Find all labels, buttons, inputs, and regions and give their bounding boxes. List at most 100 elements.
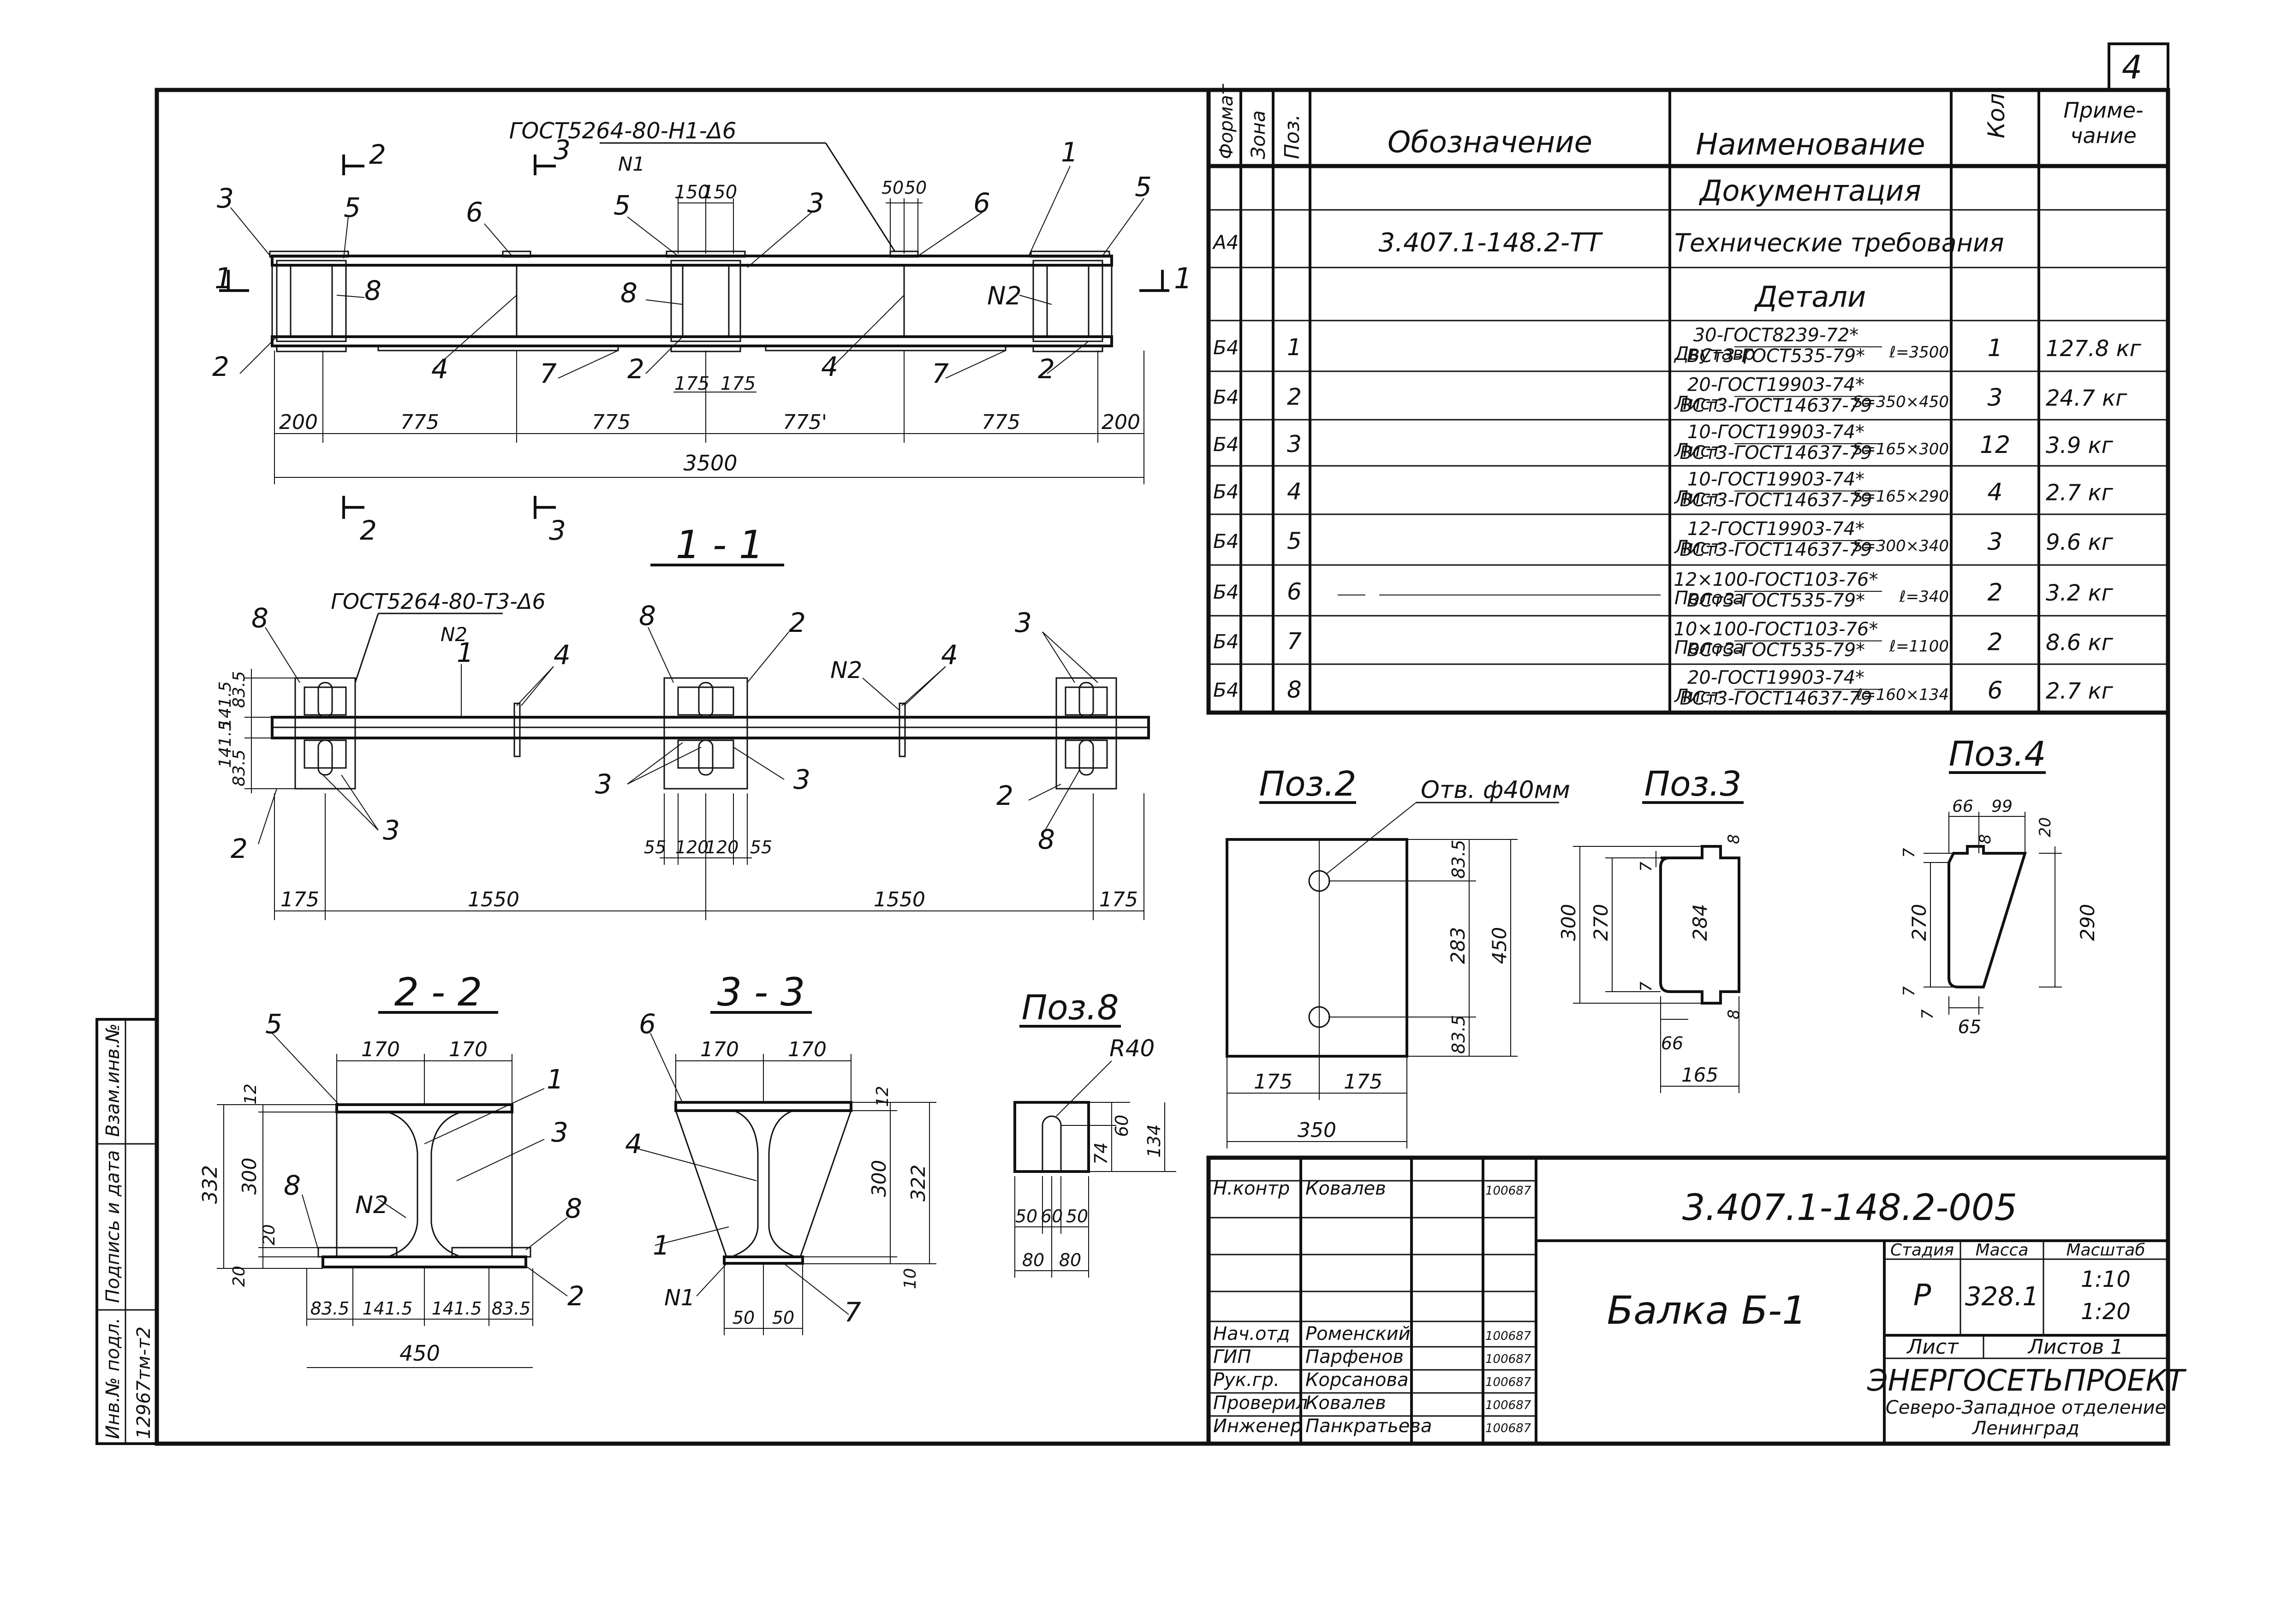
inv-original-label: Инв.№ подл. <box>102 1318 124 1439</box>
dim-175b: 175 <box>721 373 756 394</box>
pos4-dim-8: 8 <box>1976 834 1995 844</box>
s11-callout-8-mid: 8 <box>639 600 656 631</box>
bom-row-spec-top: 20-ГОСТ19903-74* <box>1687 375 1864 396</box>
pos8-radius: R40 <box>1109 1035 1155 1062</box>
signer-role: ГИП <box>1213 1346 1251 1368</box>
s22-dim-170-left: 170 <box>361 1038 400 1061</box>
s33-dim-322: 322 <box>907 1165 929 1202</box>
signer-date: 100687 <box>1485 1184 1531 1198</box>
dim-50a: 50 <box>881 178 904 198</box>
bom-row-qty: 2 <box>1987 629 2002 656</box>
v-dim-141-bot: 141.5 <box>216 720 235 768</box>
header-zone: Зона <box>1247 110 1269 159</box>
s33-dim-50b: 50 <box>772 1308 794 1328</box>
bom-row-mass: 2.7 кг <box>2046 480 2114 506</box>
section-3-3: 3 - 3 170 170 12 300 322 <box>625 970 936 1335</box>
bom-row-spec-bottom: ВСт3-ГОСТ14637-79 <box>1680 688 1872 709</box>
dim-120-left: 120 <box>675 837 709 857</box>
bom-row-prefix: Полоса <box>1674 588 1744 609</box>
header-format: Формат <box>1216 83 1237 159</box>
bom-row-spec-top: 10-ГОСТ19903-74* <box>1687 422 1864 443</box>
bom-row-spec-top: 12×100-ГОСТ103-76* <box>1674 569 1878 590</box>
bom-row-qty: 6 <box>1987 677 2002 705</box>
signer-name: Ковалев <box>1305 1392 1386 1414</box>
bom-row-pos: 8 <box>1287 677 1302 703</box>
pos4-dim-7a: 7 <box>1900 848 1918 858</box>
callout-3-mid: 3 <box>807 187 824 219</box>
s22-callout-n2: N2 <box>355 1191 388 1219</box>
s22-dim-20b: 20 <box>230 1266 249 1287</box>
s11-callout-4-right: 4 <box>941 639 958 671</box>
callout-5-left: 5 <box>344 192 361 223</box>
pos3-dim-300: 300 <box>1557 904 1580 941</box>
cut-label-1a: 1 <box>214 262 232 295</box>
pos4-detail: Поз.4 66 99 270 290 7 8 20 7 7 65 <box>1900 734 2099 1038</box>
bom-row-pos: 7 <box>1287 628 1302 655</box>
pos8-dim-50a: 50 <box>1015 1206 1037 1226</box>
pos3-dim-8b: 8 <box>1725 1009 1743 1019</box>
callout-5-right: 5 <box>1135 171 1152 202</box>
s22-dim-12: 12 <box>241 1083 260 1105</box>
bom-row-qty: 1 <box>1987 334 2002 362</box>
signer-date: 100687 <box>1485 1329 1531 1343</box>
section-2-2: 2 - 2 <box>198 970 584 1368</box>
pos2-dim-175a: 175 <box>1254 1070 1292 1094</box>
pos2-dim-283: 283 <box>1447 927 1469 964</box>
pos2-detail: Поз.2 Отв. ф40мм 83.5 283 83.5 450 175 1… <box>1226 764 1570 1148</box>
bom-row-size: S=165×300 <box>1853 440 1949 458</box>
pos8-title: Поз.8 <box>1022 988 1119 1028</box>
callout-1-beam: 1 <box>1061 137 1078 168</box>
callout-6-right: 6 <box>973 187 990 219</box>
bom-row-mass: 24.7 кг <box>2046 386 2127 411</box>
v-dim-141-top: 141.5 <box>216 681 235 729</box>
bill-of-materials: Формат Зона Поз. Обозначение Наименовани… <box>1206 83 2170 715</box>
callout-7-right: 7 <box>932 358 949 389</box>
bom-row-format: Б4 <box>1213 530 1239 553</box>
bom-row-spec-bottom: ВСт3-ГОСТ14637-79 <box>1680 442 1872 464</box>
section-3-3-title: 3 - 3 <box>717 970 805 1015</box>
callout-4-left: 4 <box>431 353 448 385</box>
pos4-dim-20: 20 <box>2036 817 2055 837</box>
pos8-dim-74: 74 <box>1091 1142 1111 1165</box>
pos2-title: Поз.2 <box>1259 764 1357 804</box>
s33-dim-170-left: 170 <box>700 1038 739 1061</box>
signer-date: 100687 <box>1485 1398 1531 1412</box>
bom-row-prefix: Лист <box>1674 686 1722 707</box>
pos4-dim-65: 65 <box>1958 1017 1982 1038</box>
bom-row-qty: 3 <box>1987 384 2002 412</box>
bom-row-spec-bottom: ВСт3-ГОСТ535-79* <box>1687 345 1865 367</box>
pos2-dim-83a: 83.5 <box>1448 839 1469 879</box>
callout-2-left: 2 <box>212 351 229 382</box>
weld-note-top: ГОСТ5264-80-Н1-Δ6 <box>509 118 737 144</box>
s11-callout-3-right-top: 3 <box>1015 607 1032 638</box>
section-documentation: Документация <box>1698 174 1921 208</box>
bom-row-mass: 3.2 кг <box>2046 580 2114 606</box>
pos8-detail: Поз.8 R40 60 74 134 50 60 50 80 80 <box>1013 988 1176 1278</box>
bom-row-spec-top: 10-ГОСТ19903-74* <box>1687 469 1864 490</box>
bom-row-qty: 4 <box>1987 479 2002 506</box>
s22-callout-3: 3 <box>551 1117 568 1148</box>
s33-dim-170-right: 170 <box>788 1038 827 1061</box>
header-pos: Поз. <box>1281 114 1304 159</box>
scale-value-1: 1:10 <box>2081 1267 2131 1292</box>
pos3-detail: Поз.3 300 270 284 7 7 8 8 66 165 <box>1557 764 1744 1093</box>
signer-role: Инженер <box>1213 1416 1302 1437</box>
pos2-hole: Отв. ф40мм <box>1421 776 1570 804</box>
s11-callout-n2: N2 <box>830 657 862 684</box>
doc-format: А4 <box>1212 231 1239 254</box>
signer-role: Нач.отд <box>1213 1323 1290 1344</box>
dim-775-4: 775 <box>982 410 1020 434</box>
s33-callout-n1: N1 <box>664 1285 695 1311</box>
s11-callout-1: 1 <box>457 637 474 668</box>
dim-775-1: 775 <box>400 410 439 434</box>
bom-row-spec-top: 12-ГОСТ19903-74* <box>1687 518 1864 540</box>
s22-dim-83b: 83.5 <box>492 1298 531 1319</box>
signer-name: Ковалев <box>1305 1178 1386 1199</box>
signer-name: Парфенов <box>1305 1346 1404 1368</box>
bom-row-qty: 12 <box>1980 431 2010 459</box>
pos2-dim-350: 350 <box>1298 1118 1336 1142</box>
callout-4-right: 4 <box>821 351 838 382</box>
dim-120-right: 120 <box>705 837 739 857</box>
